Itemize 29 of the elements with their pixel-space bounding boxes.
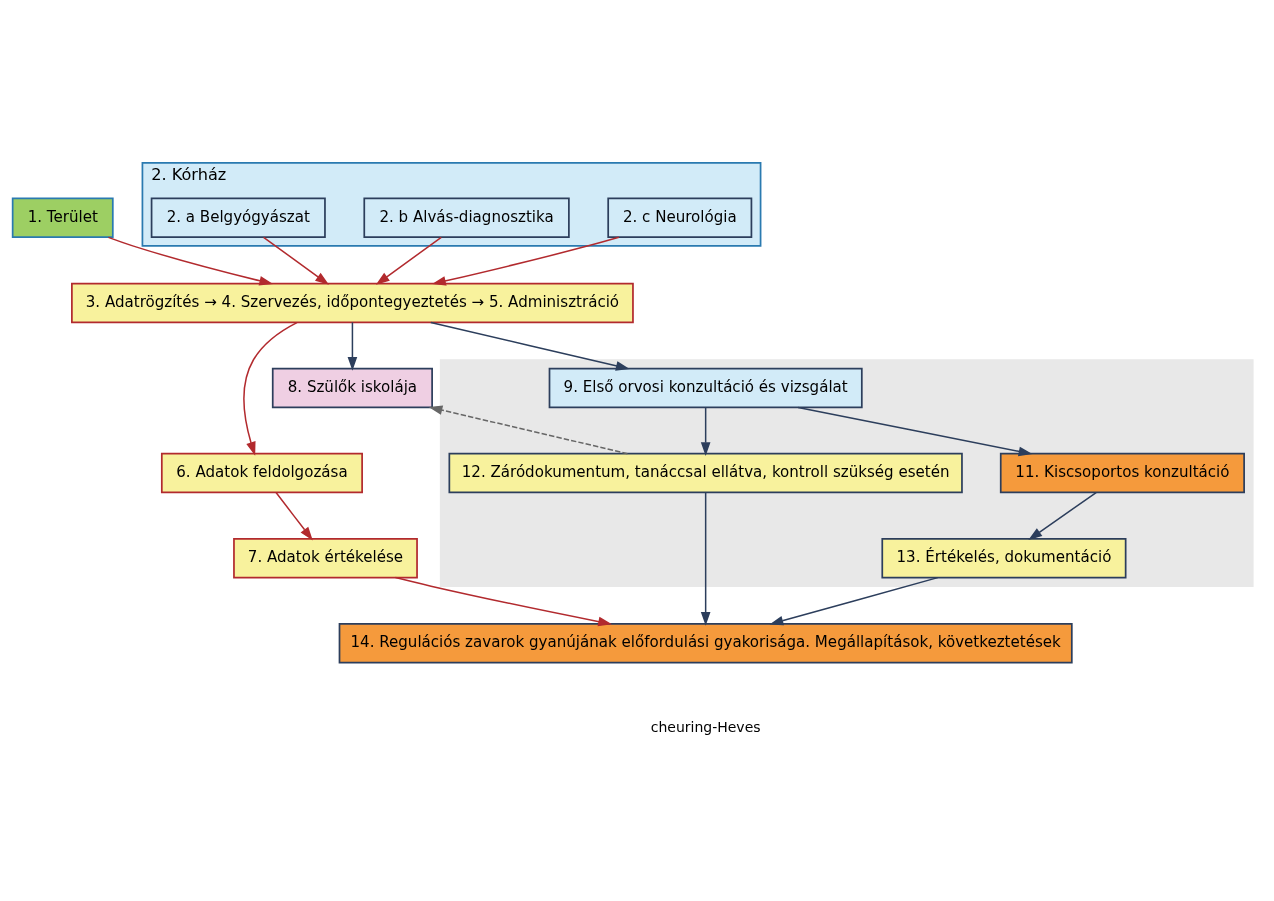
arrow — [432, 236, 620, 286]
arrow — [107, 236, 274, 285]
node-box: 11. Kiscsoportos konzultáció — [999, 452, 1245, 493]
arrow — [430, 321, 630, 371]
arrow — [1028, 491, 1097, 540]
node-box: 13. Értékelés, dokumentáció — [881, 537, 1127, 578]
node-box: 8. Szülők iskolája — [271, 367, 433, 408]
node-box: 7. Adatok értékelése — [233, 537, 418, 578]
arrow — [347, 321, 358, 371]
arrow — [375, 236, 442, 285]
arrow — [428, 404, 629, 454]
node-box: 1. Terület — [11, 197, 114, 238]
arrow — [275, 491, 313, 541]
node-box: 2. c Neurológia — [607, 197, 753, 238]
arrow — [797, 406, 1033, 456]
node-box: 3. Adatrögzítés → 4. Szervezés, időpontegyeztetés → 5. Adminisztráció — [71, 282, 634, 323]
label: cheuring-Heves — [650, 718, 761, 735]
node-box: 2. b Alvás-diagnosztika — [363, 197, 570, 238]
node-box: 9. Első orvosi konzultáció és vizsgálat — [548, 367, 863, 408]
arrow — [262, 236, 329, 285]
arrow — [769, 576, 939, 625]
node-box: 12. Záródokumentum, tanáccsal ellátva, kontroll szükség esetén — [448, 452, 963, 493]
node-box: 6. Adatok feldolgozása — [160, 452, 363, 493]
node-box: 2. a Belgyógyászat — [150, 197, 326, 238]
arrow — [700, 406, 711, 456]
arrow — [394, 576, 613, 626]
arrow — [243, 321, 298, 456]
arrow — [700, 491, 711, 626]
node-box: 14. Regulációs zavarok gyanújának előfordulási gyakorisága. Megállapítások, következtetések — [338, 622, 1073, 663]
